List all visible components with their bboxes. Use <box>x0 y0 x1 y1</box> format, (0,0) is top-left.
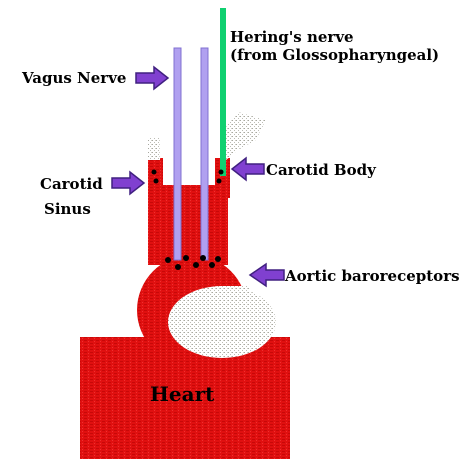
vagus-nerve-line-left <box>174 48 181 260</box>
carotid-branch-left <box>148 158 163 198</box>
herings-nerve-sublabel: (from Glossopharyngeal) <box>230 46 439 64</box>
carotid-sinus-receptor <box>152 170 157 175</box>
heart-label: Heart <box>150 382 215 406</box>
carotid-sinus-label: Carotid <box>40 175 103 193</box>
aortic-receptor <box>183 255 189 261</box>
vessel-fade-left <box>148 138 160 160</box>
aortic-receptor <box>200 255 206 261</box>
aortic-receptor <box>215 256 221 262</box>
aortic-lumen-ext <box>222 286 250 316</box>
vagus-nerve-label: Vagus Nerve <box>21 69 126 87</box>
aortic-baroreceptors-label: Aortic baroreceptors <box>284 267 460 285</box>
aortic-receptor <box>193 262 199 268</box>
vessel-fade-right <box>222 112 266 160</box>
carotid-sinus-sublabel: Sinus <box>44 200 91 218</box>
aortic-receptor <box>165 257 171 263</box>
herings-nerve-label: Hering's nerve <box>230 28 354 46</box>
carotid-sinus-receptor <box>154 179 159 184</box>
herings-nerve-line <box>220 8 226 176</box>
arrow-right-icon <box>112 172 144 194</box>
carotid-body-label: Carotid Body <box>266 161 377 179</box>
arrow-left-icon <box>232 158 264 180</box>
arrow-left-icon <box>250 264 284 286</box>
carotid-body-receptor <box>217 179 222 184</box>
carotid-body-receptor <box>219 170 224 175</box>
vagus-nerve-line-right <box>201 48 208 260</box>
aortic-receptor <box>175 264 181 270</box>
arrow-right-icon <box>136 67 168 89</box>
aortic-receptor <box>209 262 215 268</box>
